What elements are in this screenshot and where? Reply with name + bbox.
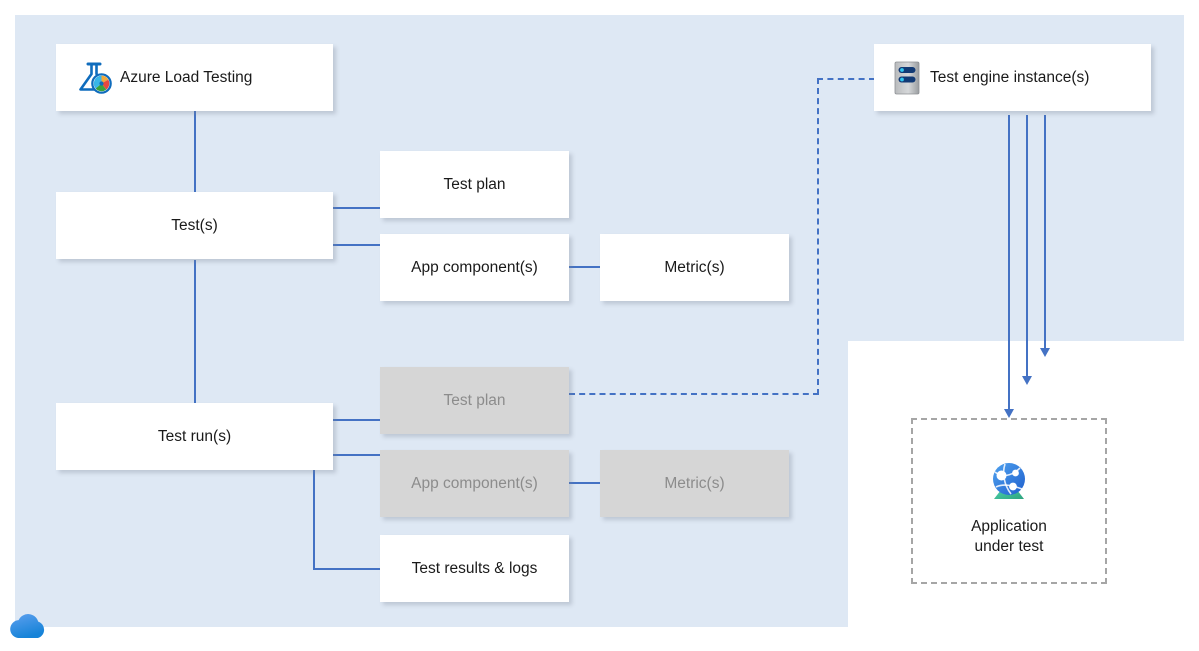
node-metrics[interactable]: Metric(s) (600, 234, 789, 301)
node-azure-load-testing[interactable]: Azure Load Testing (56, 44, 333, 111)
engine-arrow-2-head (1022, 376, 1032, 385)
engine-arrow-3-line (1044, 115, 1046, 349)
engine-arrow-1-head (1004, 409, 1014, 418)
flask-gauge-icon (74, 58, 114, 98)
node-app-components-snapshot-label: App component(s) (411, 474, 538, 492)
connector-testruns-to-appcomponents-snapshot (333, 454, 381, 456)
node-test-runs[interactable]: Test run(s) (56, 403, 333, 470)
azure-service-panel-left (15, 15, 848, 627)
node-test-results-logs[interactable]: Test results & logs (380, 535, 569, 602)
node-test-plan-snapshot-label: Test plan (443, 391, 506, 409)
engine-arrow-3-head (1040, 348, 1050, 357)
globe-network-icon (982, 455, 1036, 507)
node-app-components-label: App component(s) (411, 258, 538, 276)
engine-arrow-2-line (1026, 115, 1028, 377)
node-tests[interactable]: Test(s) (56, 192, 333, 259)
server-rack-icon (890, 58, 924, 98)
connector-testruns-to-results-vertical (313, 470, 315, 570)
node-test-plan-label: Test plan (443, 175, 506, 193)
node-application-under-test-label: Application under test (971, 517, 1047, 557)
node-app-components-snapshot[interactable]: App component(s) (380, 450, 569, 517)
dashed-connector-segment-vertical (817, 78, 819, 395)
engine-arrow-1-line (1008, 115, 1010, 410)
connector-tests-to-appcomponents (333, 244, 381, 246)
node-application-under-test[interactable]: Application under test (911, 455, 1107, 557)
node-test-plan[interactable]: Test plan (380, 151, 569, 218)
node-tests-label: Test(s) (171, 216, 218, 234)
node-metrics-snapshot[interactable]: Metric(s) (600, 450, 789, 517)
node-metrics-label: Metric(s) (664, 258, 725, 276)
connector-testruns-to-testplan-snapshot (333, 419, 381, 421)
cloud-icon (5, 608, 53, 649)
node-test-engine-instances[interactable]: Test engine instance(s) (874, 44, 1151, 111)
connector-testruns-to-results-horizontal (313, 568, 381, 570)
node-test-plan-snapshot[interactable]: Test plan (380, 367, 569, 434)
connector-appcomponents-to-metrics-snapshot (569, 482, 601, 484)
node-test-engine-instances-label: Test engine instance(s) (930, 68, 1090, 86)
dashed-connector-segment-bottom (569, 393, 819, 395)
application-under-test-line2: under test (974, 538, 1044, 556)
node-metrics-snapshot-label: Metric(s) (664, 474, 725, 492)
node-app-components[interactable]: App component(s) (380, 234, 569, 301)
dashed-connector-segment-top (817, 78, 875, 80)
connector-tests-to-testplan (333, 207, 381, 209)
application-under-test-boundary (911, 418, 1107, 584)
node-test-runs-label: Test run(s) (157, 427, 232, 445)
connector-tests-to-testruns (194, 260, 196, 404)
node-test-results-logs-label: Test results & logs (411, 559, 538, 577)
connector-appcomponents-to-metrics (569, 266, 601, 268)
node-azure-load-testing-label: Azure Load Testing (120, 68, 253, 86)
application-under-test-line1: Application (971, 518, 1047, 535)
connector-alt-to-tests (194, 110, 196, 192)
